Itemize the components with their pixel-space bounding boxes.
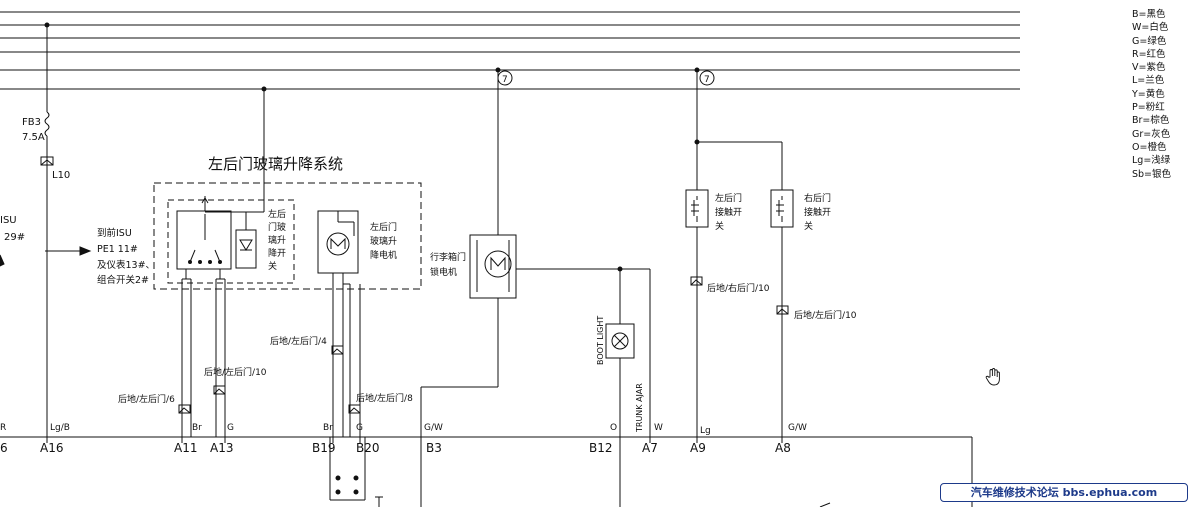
terminal-b20: B20	[356, 441, 380, 455]
legend-item: P=粉红	[1132, 102, 1165, 114]
motor-label-2: 玻璃升	[370, 235, 397, 247]
legend-item: R=红色	[1132, 48, 1166, 60]
ground-label-g5: 后地/右后门/10	[707, 282, 770, 294]
wire-color-a13: G	[227, 423, 234, 433]
fuse-rating: 7.5A	[22, 132, 45, 143]
connector-l10: L10	[52, 170, 70, 181]
wire-color-a11: Br	[192, 423, 202, 433]
trunk-ajar-label: TRUNK AJAR	[635, 383, 644, 433]
wire-color-a8: G/W	[788, 423, 807, 433]
terminal-a8: A8	[775, 441, 791, 455]
wire-color-b3: G/W	[424, 423, 443, 433]
fuse-name: FB3	[22, 117, 41, 128]
legend-item: B=黑色	[1132, 9, 1166, 20]
legend-item: G=绿色	[1132, 35, 1167, 47]
to-isu-2: PE1 11#	[97, 244, 138, 255]
wire-color-b20: G	[356, 423, 363, 433]
left-contact-label-2: 接触开	[715, 206, 742, 218]
motor-label-3: 降电机	[370, 249, 397, 261]
ground-label-g6: 后地/左后门/10	[794, 309, 857, 321]
switch-label-5: 关	[268, 260, 277, 272]
legend-item: Gr=灰色	[1132, 128, 1171, 140]
legend-item: W=白色	[1132, 22, 1169, 34]
terminal-b3: B3	[426, 441, 442, 455]
terminal-a13: A13	[210, 441, 233, 455]
left-contact-label-3: 关	[715, 220, 724, 232]
terminal-a7: A7	[642, 441, 658, 455]
ground-label-g2: 后地/左后门/10	[204, 366, 267, 378]
color-legend: B=黑色 W=白色 G=绿色 R=红色 V=紫色 L=兰色 Y=黄色 P=粉红 …	[1132, 8, 1171, 181]
right-contact-label-1: 右后门	[804, 192, 831, 204]
right-contact-label-3: 关	[804, 220, 813, 232]
terminal-a11: A11	[174, 441, 197, 455]
ground-label-g3: 后地/左后门/6	[118, 393, 175, 405]
terminal-left: 6	[0, 441, 8, 455]
to-isu-3: 及仪表13#、	[97, 259, 155, 271]
switch-label-4: 降开	[268, 247, 286, 259]
ground-label-g4: 后地/左后门/8	[356, 392, 413, 404]
terminal-a9: A9	[690, 441, 706, 455]
isu-partial-1: ISU	[0, 215, 17, 226]
switch-label-2: 门玻	[268, 221, 286, 233]
legend-item: Sb=银色	[1132, 168, 1172, 180]
ground-label-g1: 后地/左后门/4	[270, 335, 327, 347]
diagram-title: 左后门玻璃升降系统	[208, 155, 343, 173]
right-contact-label-2: 接触开	[804, 206, 831, 218]
left-contact-label-1: 左后门	[715, 192, 742, 204]
boot-light-label: BOOT LIGHT	[596, 316, 605, 365]
switch-label-3: 璃升	[268, 234, 286, 246]
terminal-a16: A16	[40, 441, 63, 455]
to-isu-1: 到前ISU	[97, 227, 132, 239]
legend-item: Br=棕色	[1132, 115, 1170, 127]
terminal-b19: B19	[312, 441, 336, 455]
circle-marker-2: 7	[704, 75, 710, 85]
wire-color-left: R	[0, 423, 6, 433]
wire-color-b19: Br	[323, 423, 333, 433]
to-isu-4: 组合开关2#	[97, 274, 149, 286]
hand-cursor-icon	[985, 368, 1000, 386]
trunk-motor-label-1: 行李箱门	[430, 251, 466, 263]
wire-color-a9: Lg	[700, 426, 711, 436]
legend-item: V=紫色	[1132, 62, 1166, 74]
motor-label-1: 左后门	[370, 221, 397, 233]
legend-item: L=兰色	[1132, 75, 1165, 87]
trunk-motor-label-2: 锁电机	[430, 266, 457, 278]
isu-partial-2: 29#	[4, 232, 25, 243]
site-watermark: 汽车维修技术论坛 bbs.ephua.com	[940, 483, 1188, 502]
wire-color-a7: W	[654, 423, 663, 433]
legend-item: Y=黄色	[1132, 88, 1165, 100]
wire-color-a16: Lg/B	[50, 423, 70, 433]
legend-item: O=橙色	[1132, 141, 1167, 153]
wire-color-b12: O	[610, 423, 617, 433]
terminal-b12: B12	[589, 441, 613, 455]
legend-item: Lg=浅绿	[1132, 155, 1171, 167]
circle-marker-1: 7	[502, 75, 508, 85]
switch-label-1: 左后	[268, 208, 286, 220]
